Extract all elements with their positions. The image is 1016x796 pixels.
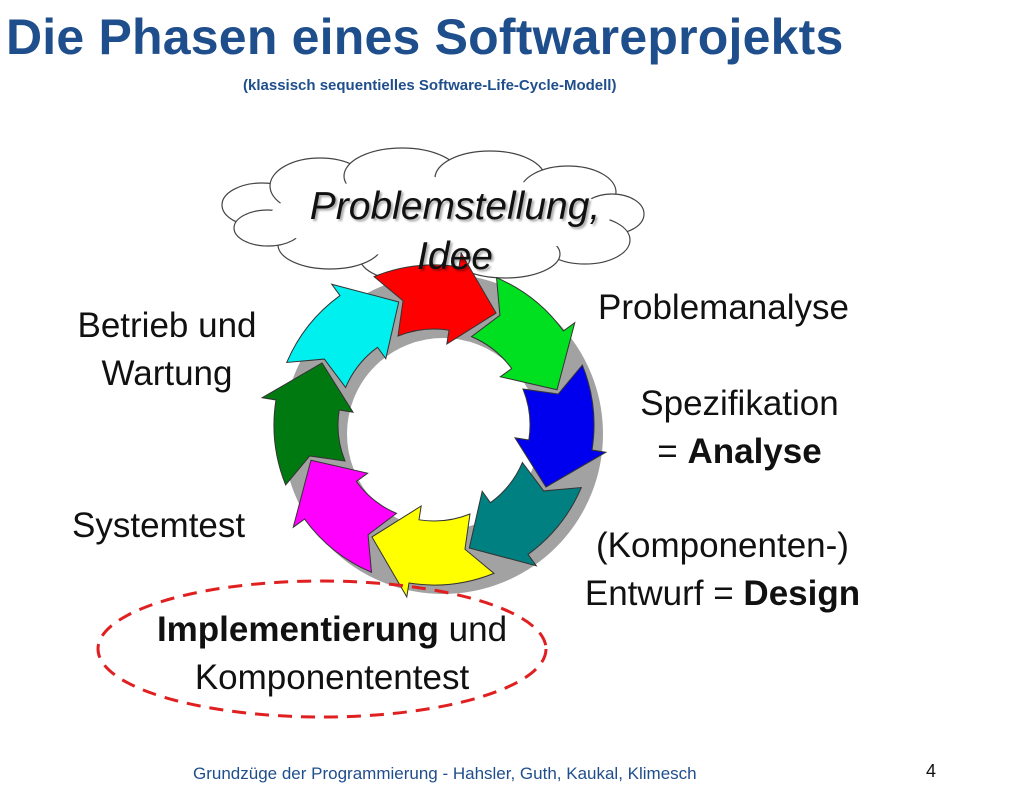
spezifikation-eq: = [657,432,688,471]
spezifikation-line2: = Analyse [612,428,867,476]
page-subtitle: (klassisch sequentielles Software-Life-C… [243,77,617,94]
implementierung-bold: Implementierung [156,610,439,649]
label-systemtest: Systemtest [72,506,246,545]
entwurf-pre: Entwurf = [584,574,744,613]
cycle-arrow-entwurf [468,461,583,567]
cycle-arrow-implementierung [371,504,495,599]
start-line1: Problemstellung, [309,185,601,228]
entwurf-line2: Entwurf = Design [555,570,890,618]
page-number: 4 [926,761,937,781]
label-betrieb: Betrieb und Wartung [52,302,282,398]
spezifikation-bold: Analyse [687,432,822,471]
entwurf-bold: Design [743,574,861,613]
cycle-arrow-start [373,251,497,346]
label-implementierung: Implementierung und Komponententest [112,606,552,702]
footer-text: Grundzüge der Programmierung - Hahsler, … [193,764,697,783]
label-problemanalyse: Problemanalyse [598,288,849,327]
cloud-shape [221,147,645,283]
label-spezifikation: Spezifikation = Analyse [612,380,867,476]
cycle-arrow-problemanalyse [470,276,576,391]
implementierung-line2: Komponententest [194,658,470,697]
implementierung-post: und [438,610,508,649]
start-cloud-label: Problemstellung, Idee [290,182,620,282]
spezifikation-line1: Spezifikation [640,384,839,423]
cycle-arrow-rueckkehr [285,283,400,389]
start-line2: Idee [417,235,493,278]
implementierung-line1: Implementierung und [112,606,552,654]
label-entwurf: (Komponenten-) Entwurf = Design [555,522,890,618]
cycle-arrow-spezifikation [513,364,608,488]
page-title: Die Phasen eines Softwareprojekts [6,9,844,65]
betrieb-line2: Wartung [101,354,233,393]
betrieb-line1: Betrieb und [77,306,257,345]
cycle-ring [260,251,608,599]
cycle-arrow-betrieb [260,362,355,486]
cycle-arrow-systemtest [292,459,398,574]
entwurf-line1: (Komponenten-) [596,526,849,565]
